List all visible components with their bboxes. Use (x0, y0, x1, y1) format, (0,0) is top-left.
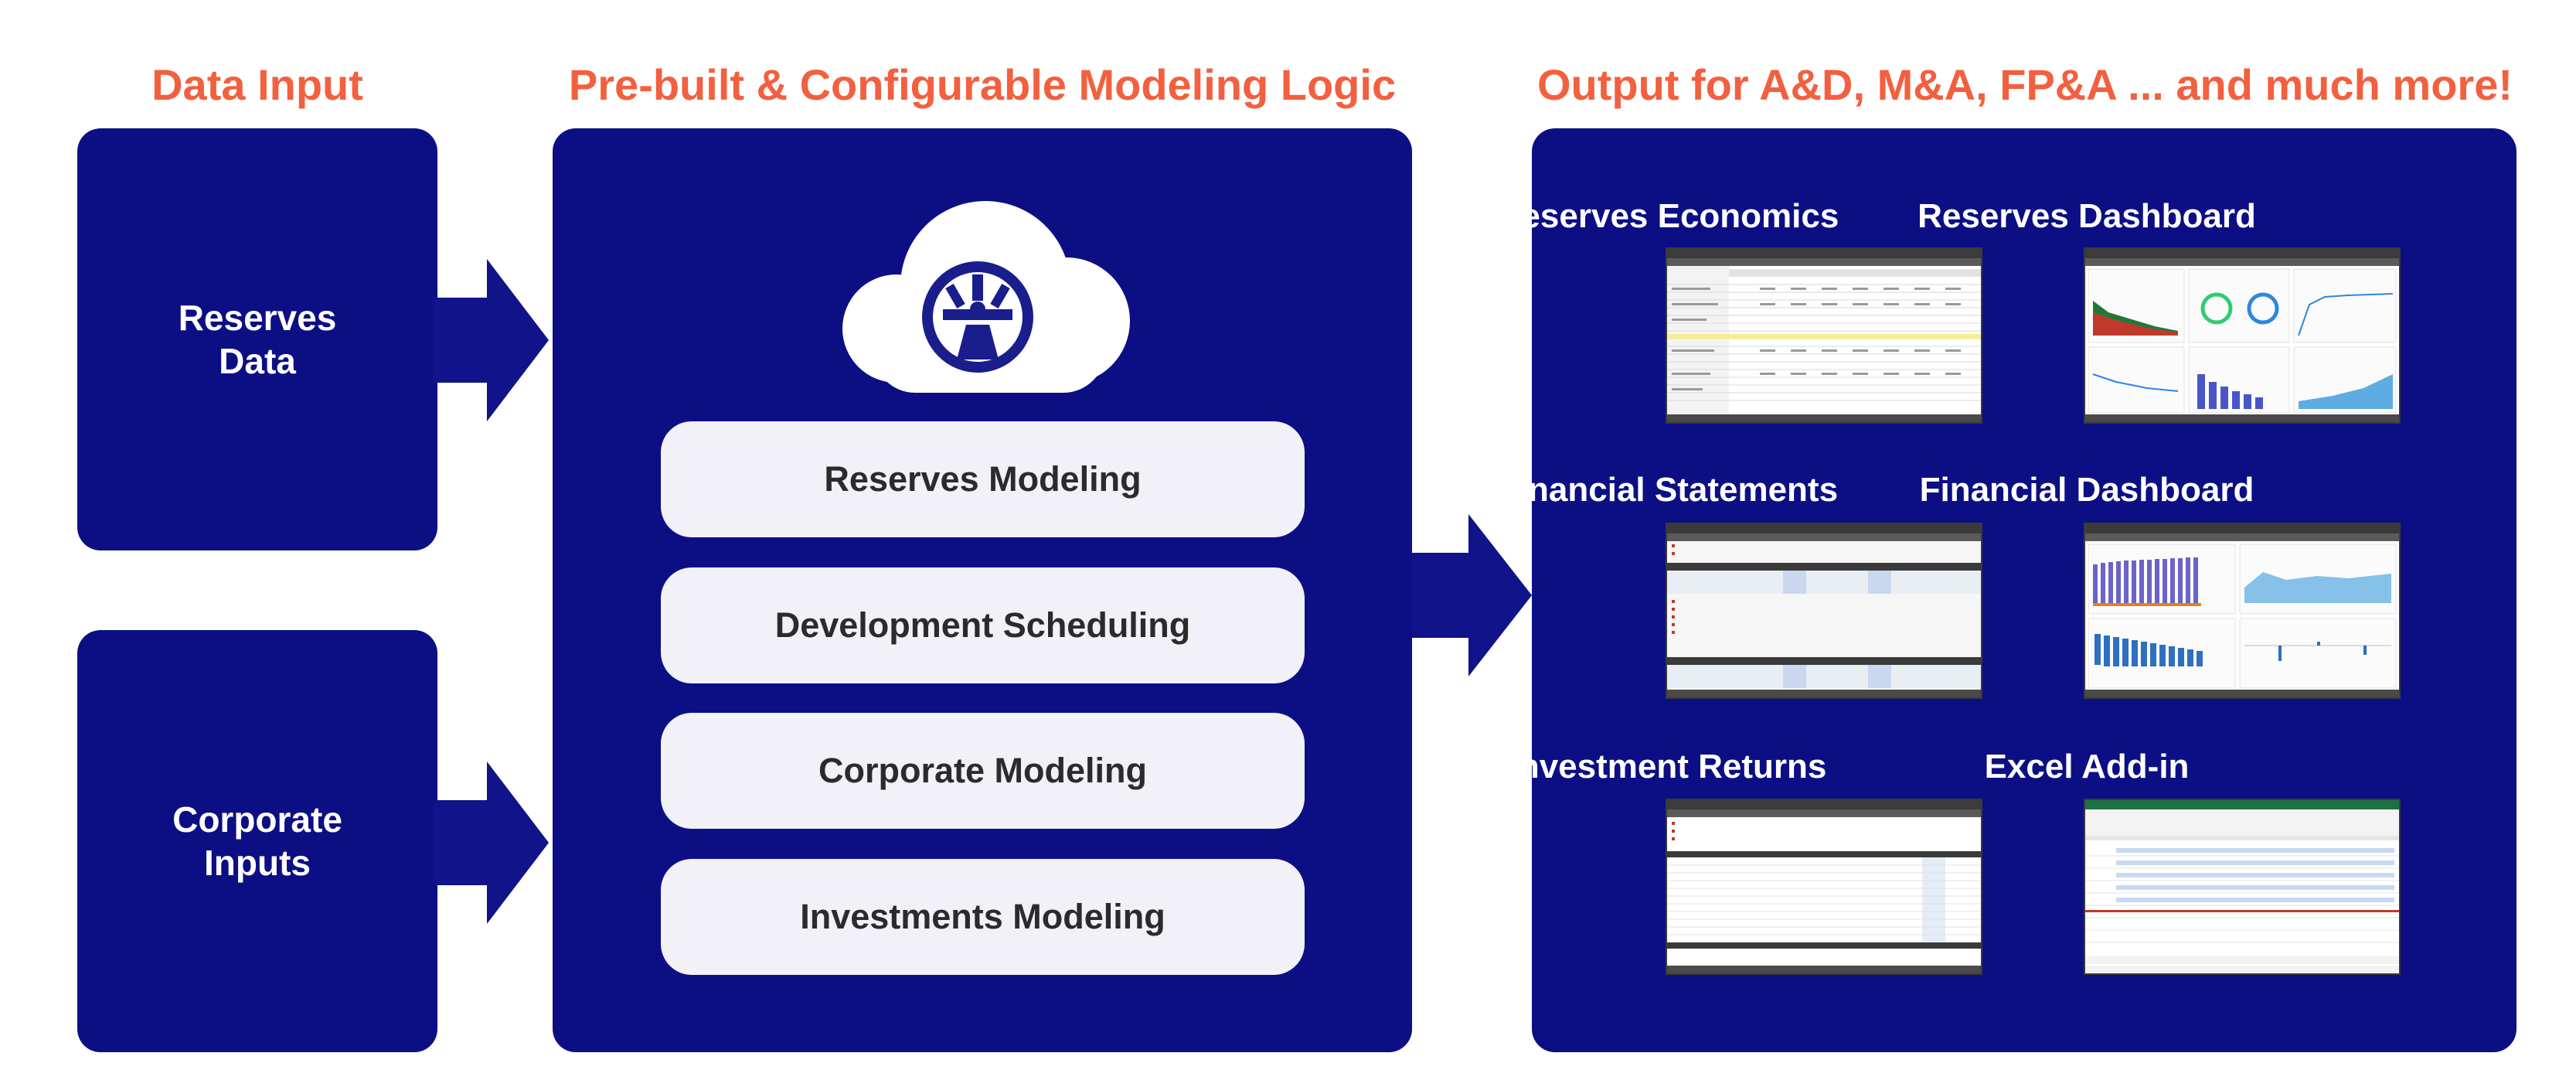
module-reserves-modeling: Reserves Modeling (661, 421, 1305, 537)
reserves-data-line1: Reserves (178, 297, 337, 338)
heading-data-input: Data Input (151, 60, 363, 109)
arrow-logic-to-output-icon (1407, 514, 1532, 676)
heading-output: Output for A&D, M&A, FP&A ... and much m… (1536, 60, 2513, 109)
arrow-corporate-to-logic-icon (433, 762, 549, 924)
thumbnail-excel-add-in (2084, 799, 2401, 975)
corporate-inputs-line2: Inputs (204, 843, 311, 883)
thumbnail-reserves-economics (1666, 247, 1982, 424)
thumbnail-financial-statements (1666, 523, 1982, 699)
output-title-excel-add-in: Excel Add-in (1984, 748, 2190, 785)
arrow-reserves-to-logic-icon (433, 259, 549, 421)
reserves-data-line2: Data (219, 341, 296, 381)
module-investments-modeling: Investments Modeling (661, 859, 1305, 975)
module-corporate-modeling: Corporate Modeling (661, 713, 1305, 829)
thumbnail-investment-returns (1666, 799, 1982, 975)
thumbnail-reserves-dashboard (2084, 247, 2401, 424)
thumbnail-financial-dashboard (2084, 523, 2401, 699)
cloud-logo-icon (842, 201, 1130, 393)
corporate-inputs-box: Corporate Inputs (77, 630, 437, 1052)
output-title-investment-returns: Investment Returns (1509, 748, 1827, 785)
reserves-data-box: Reserves Data (77, 128, 437, 550)
corporate-inputs-line1: Corporate (172, 799, 342, 840)
output-title-financial-statements: Financial Statements (1497, 471, 1839, 509)
output-title-reserves-economics: Reserves Economics (1496, 197, 1839, 235)
output-title-reserves-dashboard: Reserves Dashboard (1918, 197, 2256, 235)
module-development-scheduling: Development Scheduling (661, 567, 1305, 683)
output-title-financial-dashboard: Financial Dashboard (1919, 471, 2254, 509)
heading-modeling-logic: Pre-built & Configurable Modeling Logic (568, 60, 1397, 109)
